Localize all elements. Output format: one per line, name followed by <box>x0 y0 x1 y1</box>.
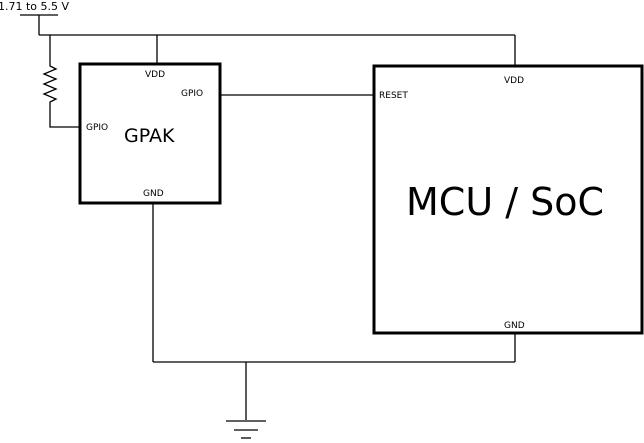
mcu-block: MCU / SoC VDD RESET GND <box>372 64 644 335</box>
gpak-gpio-in-pin-label: GPIO <box>86 123 108 133</box>
ground-net-wire <box>152 203 516 420</box>
supply-rail-icon <box>20 14 58 35</box>
mcu-title: MCU / SoC <box>406 180 604 224</box>
gpak-vdd-pin-label: VDD <box>145 70 165 80</box>
gpak-gpio-out-pin-label: GPIO <box>181 89 203 99</box>
mcu-gnd-pin-label: GND <box>504 321 525 331</box>
mcu-reset-pin-label: RESET <box>379 91 408 101</box>
gpak-title: GPAK <box>124 125 175 147</box>
gpak-block: GPAK VDD GPIO GPIO GND <box>78 62 222 205</box>
resistor-icon <box>42 62 58 106</box>
gpio-pullup-wire <box>49 106 80 128</box>
gpak-gnd-pin-label: GND <box>143 189 164 199</box>
mcu-vdd-pin-label: VDD <box>504 76 524 86</box>
supply-voltage-label: 1.71 to 5.5 V <box>0 0 70 13</box>
ground-icon <box>226 420 266 439</box>
vdd-rail-wire <box>39 34 516 66</box>
